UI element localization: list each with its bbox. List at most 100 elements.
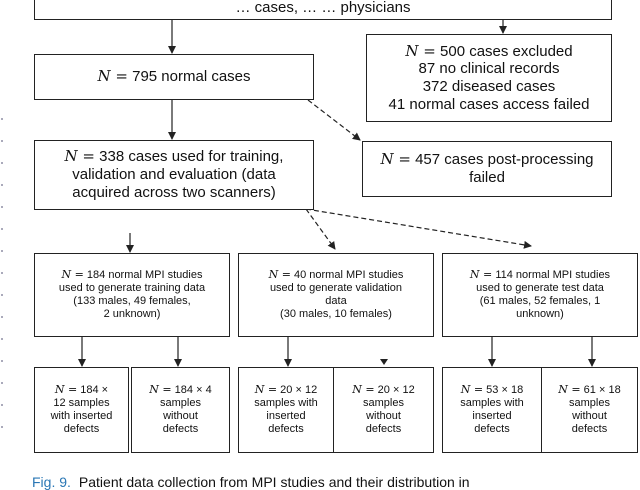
line-text: without	[572, 410, 607, 422]
gutter-dot	[1, 316, 3, 318]
line-text: 338 cases used for training,	[95, 148, 284, 166]
arrow-used-to-validation	[305, 208, 336, 250]
line-text: 372 diseased cases	[422, 78, 556, 95]
line-text: 61 × 18	[580, 384, 621, 397]
test-line: N = 114 normal MPI studies	[469, 268, 610, 282]
line-text: without	[163, 410, 198, 422]
training-line: (133 males, 49 females,	[73, 295, 190, 308]
gutter-dot	[1, 272, 3, 274]
val-with-line: defects	[268, 423, 303, 436]
test-without-line: N = 61 × 18	[558, 383, 621, 397]
line-text: 500 cases excluded	[435, 42, 573, 60]
line-text: 184 normal MPI studies	[83, 269, 203, 282]
n-variable: N =	[558, 383, 581, 397]
line-text: 20 × 12	[374, 384, 415, 397]
gutter-dot	[1, 338, 3, 340]
gutter-dot	[1, 228, 3, 230]
train-without-line: defects	[163, 423, 198, 436]
test-without-line: without	[572, 410, 607, 423]
caption-text: Patient data collection from MPI studies…	[78, 474, 470, 490]
line-text: 87 no clinical records	[418, 60, 560, 78]
line-text: unknown)	[516, 307, 564, 320]
line-text: 20 × 12	[277, 384, 318, 397]
train-without-line: N = 184 × 4	[149, 383, 211, 397]
n-variable: N =	[405, 41, 436, 60]
line-text: defects	[63, 422, 100, 435]
line-text: defects	[571, 422, 608, 435]
gutter-dot	[1, 250, 3, 252]
test-without-line: samples	[569, 397, 610, 410]
arrowhead-validation-to-without	[380, 359, 388, 365]
val-with-line: inserted	[266, 410, 305, 423]
excluded-line: 41 normal cases access failed	[389, 96, 590, 114]
n-variable: N =	[64, 147, 95, 166]
line-text: used to generate test data	[476, 282, 604, 295]
arrow-normal-to-failed	[307, 99, 361, 141]
line-text: (133 males, 49 females,	[73, 295, 191, 307]
n-variable: N =	[352, 383, 375, 397]
train-with-line: 12 samples	[53, 397, 109, 410]
gutter-dot	[1, 360, 3, 362]
arrow-used-to-test	[305, 208, 532, 249]
training-line: 2 unknown)	[104, 308, 161, 321]
line-text: 53 × 18	[483, 384, 524, 397]
training-line: used to generate training data	[59, 282, 205, 295]
line-text: defects	[162, 422, 199, 435]
line-text: 2 unknown)	[103, 307, 161, 320]
n-variable: N =	[460, 383, 484, 397]
line-text: used to generate training data	[58, 282, 206, 295]
validation-line: N = 40 normal MPI studies	[268, 268, 404, 282]
n-variable: N =	[268, 268, 291, 282]
n-variable: N =	[61, 268, 84, 282]
val-with-line: samples with	[254, 397, 318, 410]
figure-caption: Fig. 9. Patient data collection from MPI …	[32, 474, 470, 490]
n-variable: N =	[97, 67, 128, 86]
test-without-line: defects	[572, 423, 607, 436]
training-line: N = 184 normal MPI studies	[61, 268, 203, 282]
validation-line: (30 males, 10 females)	[280, 308, 392, 321]
line-text: failed	[469, 169, 505, 186]
postproc-failed-line: failed	[469, 169, 505, 187]
val-without-line: samples	[363, 397, 404, 410]
line-text: 457 cases post-processing	[410, 151, 594, 169]
gutter-dot	[1, 184, 3, 186]
top-source-box: … cases, … … physicians	[34, 0, 612, 20]
test-with-line: N = 53 × 18	[460, 383, 524, 397]
line-text: with inserted	[50, 410, 113, 422]
test-line: used to generate test data	[476, 282, 604, 295]
test-line: unknown)	[516, 308, 564, 321]
validation-line: data	[325, 295, 346, 308]
n-variable: N =	[254, 383, 278, 397]
line-text: samples with	[254, 397, 318, 410]
gutter-dot	[1, 206, 3, 208]
used-cases-line: N = 338 cases used for training,	[65, 148, 284, 166]
test-with-line: samples with	[460, 397, 524, 410]
line-text: samples	[569, 397, 610, 410]
line-text: defects	[474, 422, 510, 435]
excluded-line: N = 500 cases excluded	[405, 41, 573, 61]
line-text: inserted	[266, 410, 306, 422]
used-cases-box: N = 338 cases used for training,validati…	[34, 140, 314, 210]
line-text: defects	[268, 422, 304, 435]
used-cases-line: validation and evaluation (data	[72, 166, 275, 184]
line-text: validation and evaluation (data	[72, 166, 276, 184]
train-with-line: defects	[64, 423, 99, 436]
n-variable: N =	[380, 150, 411, 169]
line-text: 795 normal cases	[127, 68, 251, 86]
n-variable: N =	[469, 268, 493, 282]
val-without-line: N = 20 × 12	[352, 383, 415, 397]
n-variable: N =	[54, 383, 78, 397]
caption-figure-label: Fig. 9.	[32, 474, 71, 490]
